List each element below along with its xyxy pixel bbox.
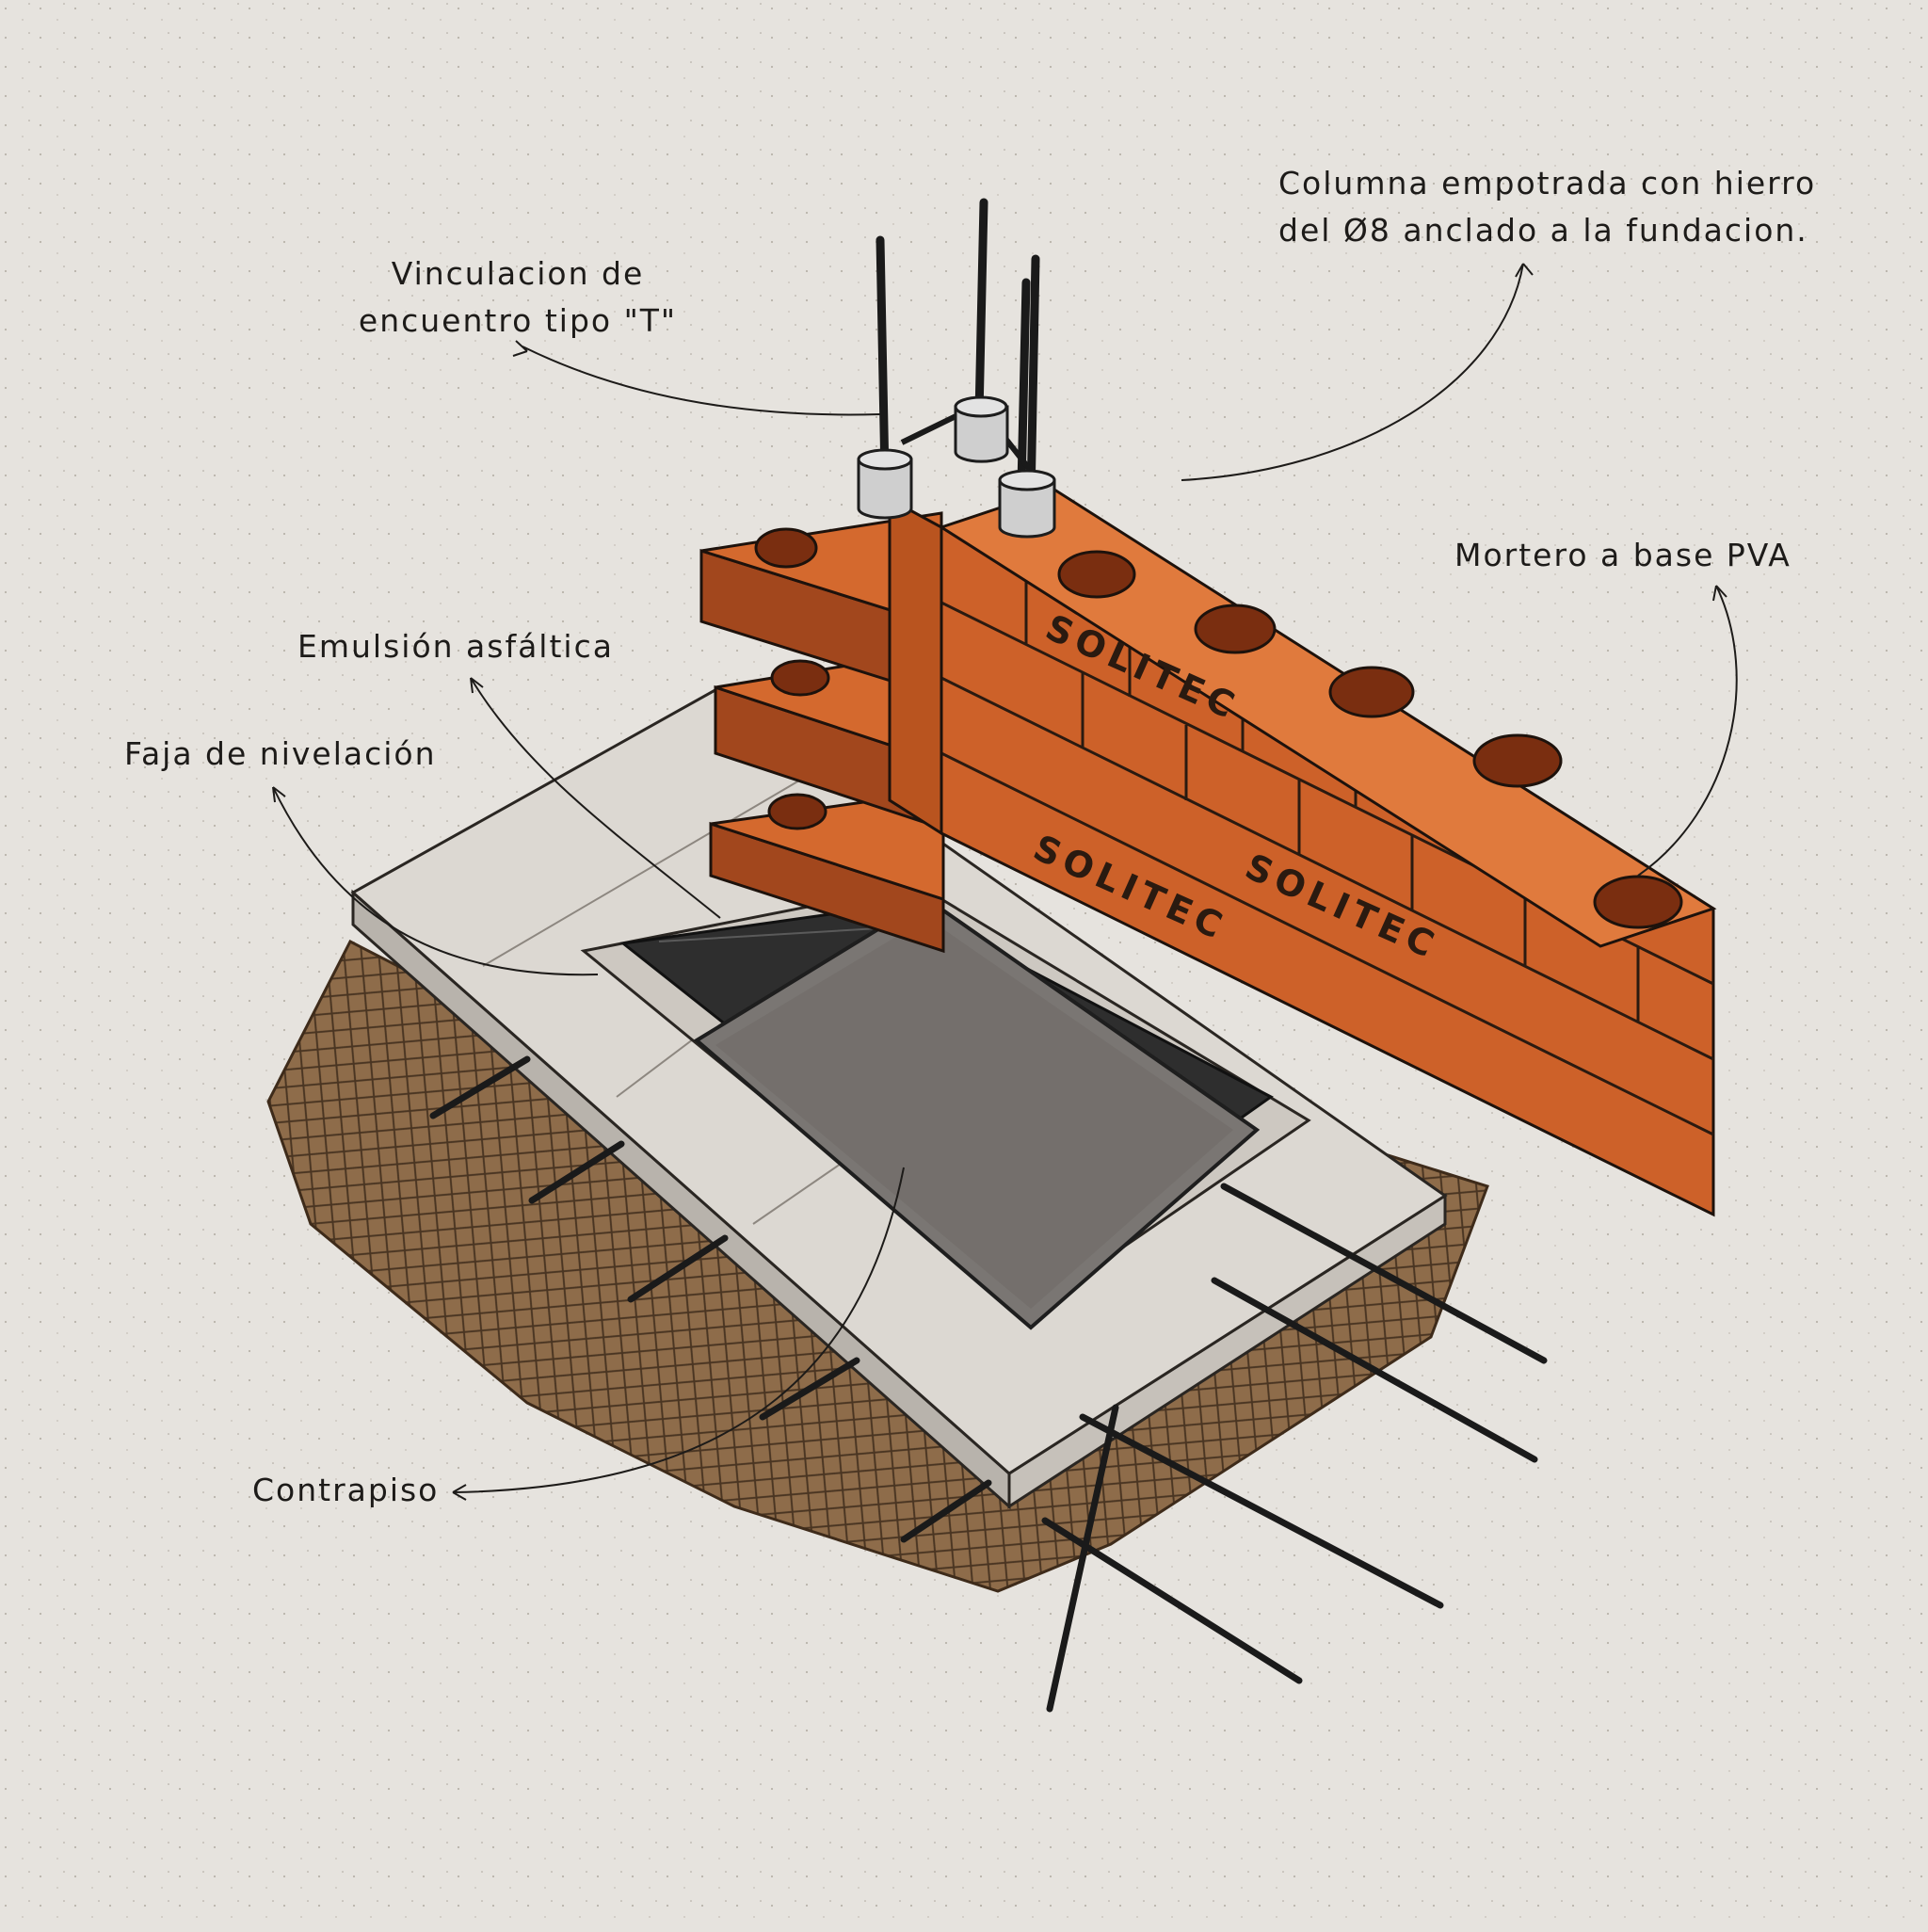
subfloor-panel: [693, 896, 1261, 1330]
label-leveling: Faja de nivelación: [124, 735, 437, 772]
annotation-leaders: [272, 263, 1738, 1501]
label-t-joint: Vinculacion de encuentro tipo "T": [348, 250, 687, 345]
leader-mortar: [1637, 585, 1738, 877]
leader-column: [1181, 263, 1524, 481]
rebar-grid: [429, 1055, 1548, 1713]
brick-course: [709, 789, 945, 954]
label-t-joint-line1: Vinculacion de: [391, 255, 645, 292]
label-column: Columna empotrada con hierro del Ø8 ancl…: [1278, 160, 1816, 254]
leader-leveling: [272, 786, 599, 976]
leader-subfloor: [452, 1167, 905, 1493]
label-asphalt: Emulsión asfáltica: [297, 628, 614, 665]
label-t-joint-line2: encuentro tipo "T": [358, 302, 678, 339]
leader-asphalt: [470, 677, 721, 919]
column-rebars: [857, 198, 1056, 539]
leader-t-joint: [522, 346, 881, 416]
label-column-line1: Columna empotrada con hierro: [1278, 165, 1817, 201]
brick-holes: [754, 527, 1683, 929]
label-subfloor: Contrapiso: [252, 1472, 440, 1508]
corner-brick: [888, 496, 943, 836]
label-column-line2: del Ø8 anclado a la fundacion.: [1278, 212, 1808, 249]
brick-wall: SOLITEC SOLITEC SOLITEC: [699, 488, 1717, 1217]
label-mortar: Mortero a base PVA: [1454, 537, 1791, 573]
